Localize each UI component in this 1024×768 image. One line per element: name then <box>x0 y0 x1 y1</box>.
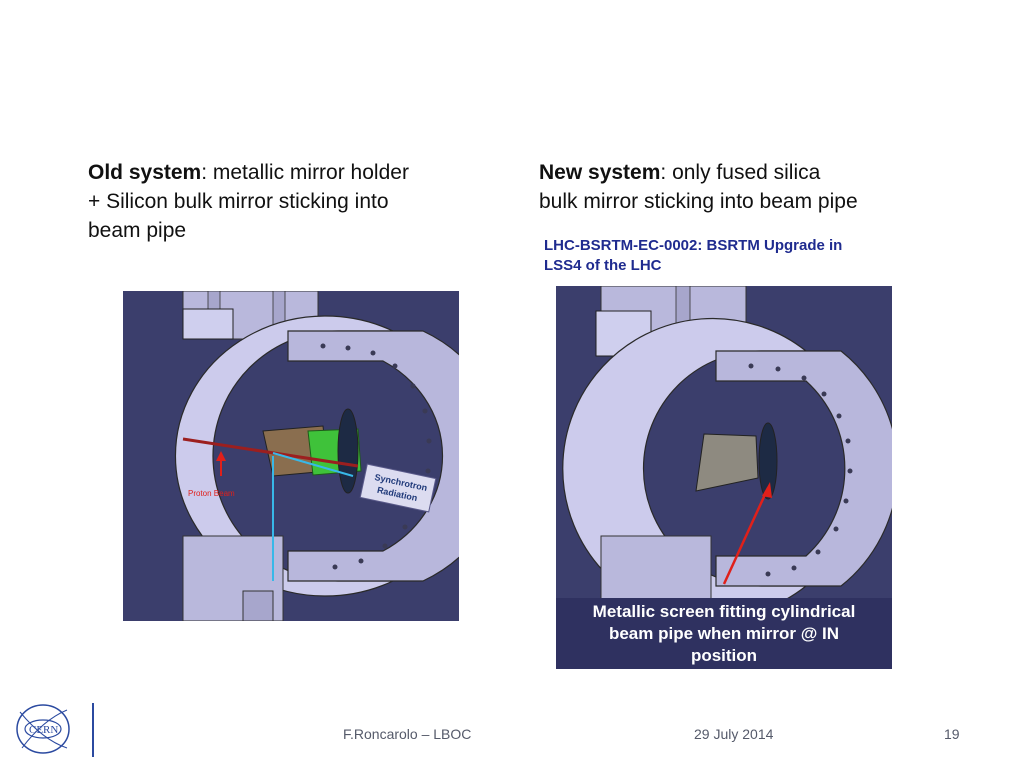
document-reference-line1: LHC-BSRTM-EC-0002: BSRTM Upgrade in <box>544 237 843 254</box>
new-system-cad-image: Metallic screen fitting cylindrical beam… <box>556 286 892 669</box>
old-system-heading: Old system: metallic mirror holder + Sil… <box>88 158 488 245</box>
footer-author: F.Roncarolo – LBOC <box>343 726 472 742</box>
new-system-label: New system <box>539 161 661 184</box>
old-system-cad-image: Proton Beam Synchrotron Radiation <box>123 291 459 621</box>
old-system-line2: + Silicon bulk mirror sticking into <box>88 190 389 213</box>
new-system-line1: New system: only fused silica <box>539 158 939 187</box>
metallic-screen-caption: Metallic screen fitting cylindrical beam… <box>556 598 892 669</box>
proton-beam-label: Proton Beam <box>188 489 235 498</box>
cern-logo-text: CERN <box>29 724 58 736</box>
old-system-line1: Old system: metallic mirror holder <box>88 158 488 187</box>
page-number: 19 <box>944 726 960 742</box>
old-system-label: Old system <box>88 161 202 184</box>
old-system-line3: beam pipe <box>88 219 187 242</box>
old-system-desc: : metallic mirror holder <box>201 161 409 184</box>
caption-line2: beam pipe when mirror @ IN <box>608 624 840 643</box>
footer-date: 29 July 2014 <box>694 726 774 742</box>
footer-divider <box>92 703 94 757</box>
new-system-heading: New system: only fused silica bulk mirro… <box>539 158 939 216</box>
new-system-desc: : only fused silica <box>660 161 821 184</box>
caption-line3: position <box>690 646 758 665</box>
cern-logo: CERN <box>12 700 74 758</box>
caption-line1: Metallic screen fitting cylindrical <box>592 602 856 621</box>
new-system-line2: bulk mirror sticking into beam pipe <box>539 190 858 213</box>
document-reference-line2: LSS4 of the LHC <box>544 257 662 274</box>
document-reference: LHC-BSRTM-EC-0002: BSRTM Upgrade in LSS4… <box>544 236 904 276</box>
